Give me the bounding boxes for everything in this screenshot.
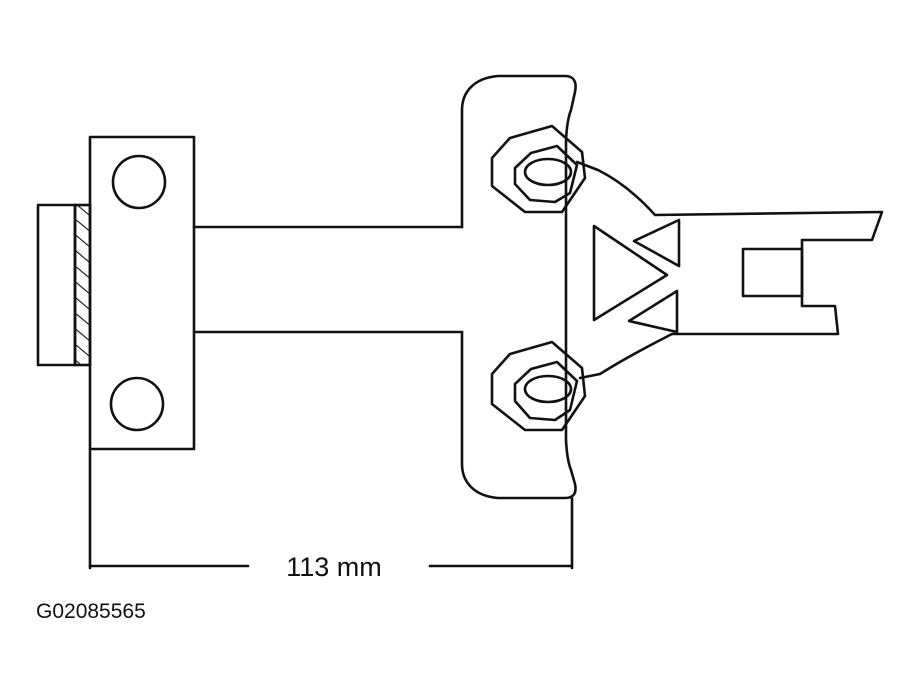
fork-slot — [741, 247, 804, 298]
flange-body — [460, 74, 577, 500]
upper-slot — [523, 157, 573, 187]
lower-lug — [490, 340, 587, 432]
dimension-label: 113 mm — [286, 552, 382, 582]
upper-small-triangle — [632, 218, 681, 268]
upper-lug-inner — [513, 144, 579, 204]
lower-slot — [523, 374, 573, 404]
hatched-spacer — [73, 203, 92, 367]
end-cap — [36, 203, 77, 367]
lower-bolt-hole — [109, 376, 165, 432]
mounting-plate — [88, 135, 196, 451]
large-triangle — [592, 224, 669, 322]
upper-bolt-hole — [111, 154, 167, 210]
upper-lug — [490, 124, 587, 214]
fork-arm-top — [575, 160, 884, 380]
figure-id: G02085565 — [36, 600, 146, 623]
lower-small-triangle — [627, 289, 679, 334]
lower-lug-inner — [513, 360, 579, 422]
